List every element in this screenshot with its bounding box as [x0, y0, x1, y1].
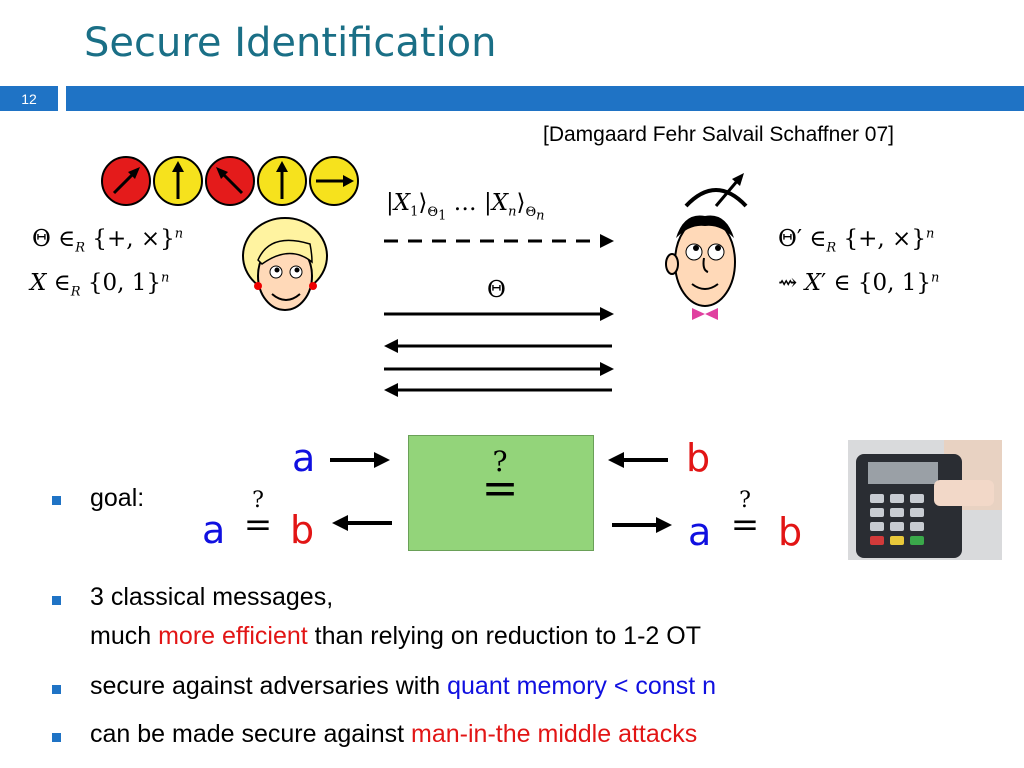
theta-message-label: Θ	[487, 277, 506, 303]
arrow-alice-to-bob-2	[384, 362, 614, 376]
bullet-memory-text: secure against adversaries with quant me…	[90, 672, 717, 700]
quantum-channel-arrow	[384, 234, 614, 248]
bob-theta-choice: Θ′ ∈R {+, ×}n	[778, 226, 935, 256]
qubit-yellow-up	[153, 156, 203, 206]
left-result-a: a	[202, 508, 226, 552]
measurement-icon	[684, 173, 748, 208]
qubit-yellow-up-2	[257, 156, 307, 206]
right-result-b: b	[778, 510, 803, 554]
arrow-result-left	[332, 515, 392, 531]
classical-messages	[384, 307, 614, 397]
equality-box	[408, 435, 594, 551]
arrow-b-in	[608, 452, 668, 468]
qubit-red-diagonal-right	[101, 156, 151, 206]
arrow-bob-to-alice-2	[384, 383, 612, 397]
left-result-eq: ? =	[243, 488, 273, 545]
bullet-messages-line2: much more efficient than relying on redu…	[90, 622, 701, 650]
qubit-red-diagonal-left	[205, 156, 255, 206]
qubit-sequence	[101, 156, 359, 206]
bob-avatar	[665, 215, 736, 320]
input-a: a	[292, 436, 316, 480]
bullet-messages-line1: 3 classical messages,	[90, 583, 334, 611]
bullet-mitm	[52, 733, 61, 742]
bullet-mitm-text: can be made secure against man-in-the mi…	[90, 720, 698, 748]
header-bar	[66, 86, 1024, 111]
slide-title: Secure Identification	[84, 20, 497, 66]
bullet-goal-text: goal:	[90, 484, 145, 512]
arrow-alice-to-bob-1	[384, 307, 614, 321]
bullet-messages	[52, 596, 61, 605]
alice-avatar	[242, 217, 328, 311]
equality-test-symbol: ? =	[481, 445, 519, 514]
bob-x-result: ⇝ X′ ∈ {0, 1}n	[778, 270, 940, 296]
alice-theta-choice: Θ ∈R {+, ×}n	[32, 226, 184, 256]
arrow-a-in	[330, 452, 390, 468]
right-result-eq: ? =	[730, 488, 760, 545]
bullet-memory	[52, 685, 61, 694]
input-b: b	[686, 436, 711, 480]
arrow-result-right	[612, 517, 672, 533]
left-result-b: b	[290, 508, 315, 552]
citation: [Damgaard Fehr Salvail Schaffner 07]	[543, 123, 894, 146]
qubit-yellow-right	[309, 156, 359, 206]
arrow-bob-to-alice	[384, 339, 612, 353]
right-result-a: a	[688, 510, 712, 554]
quantum-state-label: |X1⟩Θ1 … |Xn⟩Θn	[386, 190, 545, 224]
alice-x-choice: X ∈R {0, 1}n	[30, 270, 170, 300]
slide-number: 12	[0, 86, 58, 111]
bullet-goal	[52, 496, 61, 505]
card-terminal-image	[848, 440, 1002, 560]
